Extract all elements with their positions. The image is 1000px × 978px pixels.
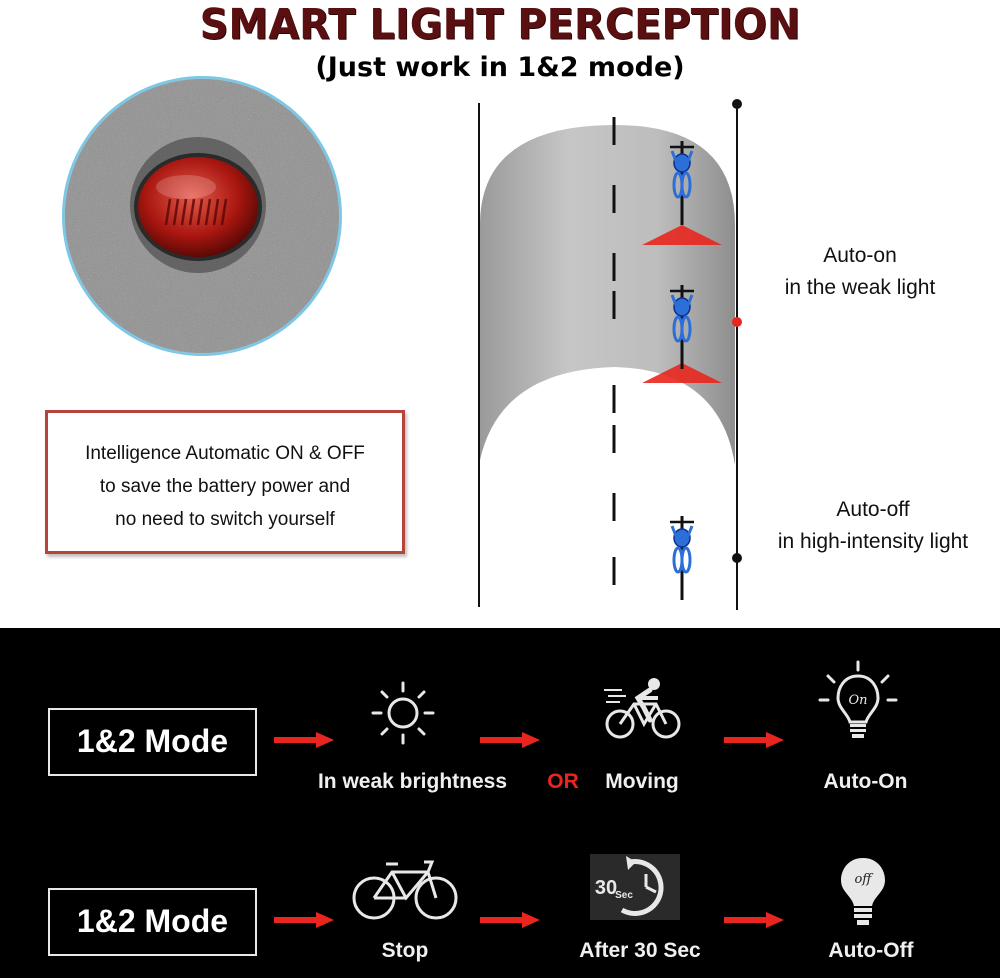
- cyclist-icon: [604, 678, 681, 739]
- bulb-on-icon: On: [818, 660, 898, 738]
- page-title: SMART LIGHT PERCEPTION: [199, 0, 801, 50]
- sun-icon: [371, 681, 435, 745]
- auto-on-line1: Auto-on: [823, 244, 897, 267]
- info-line: to save the battery power and: [99, 476, 351, 497]
- bulb-on-text: On: [848, 693, 867, 708]
- result-label: Auto-Off: [828, 939, 914, 962]
- result-label: Auto-On: [823, 770, 908, 793]
- info-line: no need to switch yourself: [115, 509, 335, 530]
- arrow-icon: [480, 732, 540, 748]
- info-box: Intelligence Automatic ON & OFF to save …: [45, 410, 405, 554]
- auto-off-line2: in high-intensity light: [777, 530, 969, 553]
- condition-label: Moving: [605, 770, 679, 793]
- marker-dot: [732, 317, 742, 327]
- arrow-icon: [480, 912, 540, 928]
- condition-label: Stop: [381, 939, 429, 962]
- auto-on-label: Auto-on in the weak light: [745, 240, 975, 304]
- condition-label: In weak brightness: [317, 770, 508, 793]
- road-diagram: [478, 99, 742, 610]
- info-line: Intelligence Automatic ON & OFF: [85, 443, 365, 464]
- arrow-icon: [274, 732, 334, 748]
- arrow-icon: [724, 732, 784, 748]
- arrow-icon: [274, 912, 334, 928]
- bulb-off-text: off: [854, 872, 874, 887]
- timer-icon: 30 Sec: [590, 854, 680, 920]
- auto-on-line2: in the weak light: [784, 276, 936, 299]
- light-sensor-image: [62, 76, 342, 356]
- page-subtitle: (Just work in 1&2 mode): [315, 52, 685, 83]
- bulb-off-icon: off: [841, 858, 885, 925]
- timer-number: 30: [595, 877, 617, 899]
- timer-unit: Sec: [615, 890, 633, 901]
- mode-panel: 1&2 Mode In weak brightness OR Moving: [0, 628, 1000, 978]
- mode-box: 1&2 Mode: [48, 888, 257, 956]
- mode-box: 1&2 Mode: [48, 708, 257, 776]
- marker-dot: [732, 553, 742, 563]
- arrow-icon: [724, 912, 784, 928]
- condition-label: After 30 Sec: [579, 939, 701, 962]
- marker-dot: [732, 99, 742, 109]
- auto-off-label: Auto-off in high-intensity light: [748, 494, 998, 558]
- bicycle-icon: [352, 860, 458, 920]
- weak-light-area: [480, 125, 735, 465]
- or-label: OR: [547, 770, 579, 793]
- auto-off-line1: Auto-off: [836, 498, 910, 521]
